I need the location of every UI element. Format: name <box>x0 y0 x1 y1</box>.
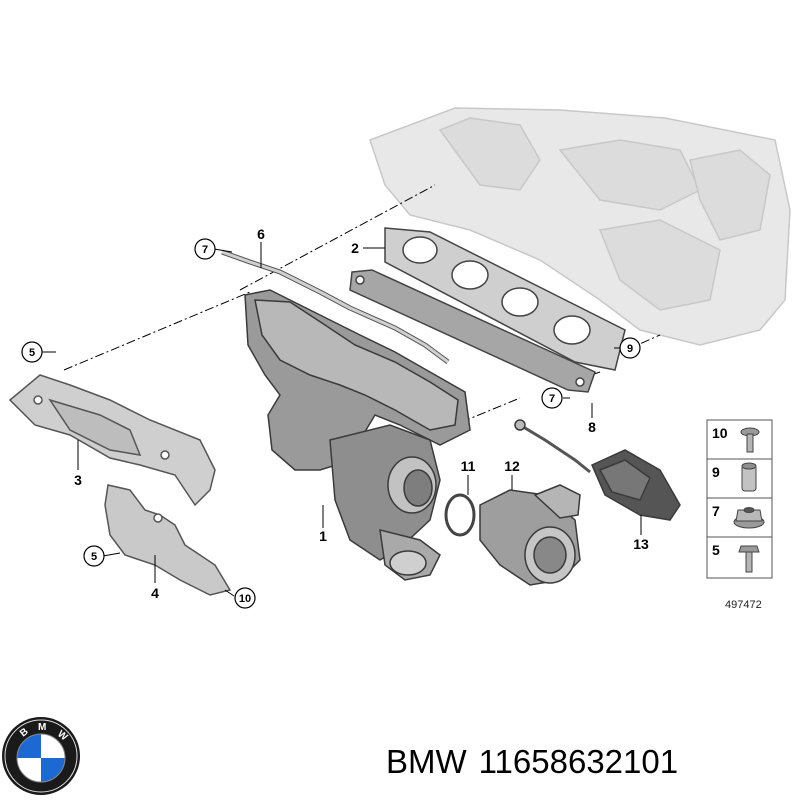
circled-callout-7-top: 7 <box>194 238 216 260</box>
legend-number-7: 7 <box>712 503 720 519</box>
hex-flange-bolt-icon <box>740 427 760 453</box>
callout-1: 1 <box>319 528 327 544</box>
circled-callout-7-mid: 7 <box>541 387 563 409</box>
legend-number-10: 10 <box>712 425 728 441</box>
callout-labels: 6 2 3 4 1 8 11 12 13 <box>74 226 649 601</box>
part-12-outlet-elbow <box>479 484 581 586</box>
part-4-heat-shield <box>104 484 232 596</box>
callout-6: 6 <box>257 226 265 242</box>
diagram-id: 497472 <box>725 599 762 611</box>
brand-name: BMW <box>386 743 467 780</box>
leader-lines <box>40 242 642 597</box>
callout-12: 12 <box>504 458 520 474</box>
callout-11: 11 <box>461 458 476 474</box>
hex-bolt-icon <box>738 545 760 573</box>
callout-4: 4 <box>151 585 159 601</box>
part-6-gasket-strip <box>221 249 450 365</box>
circled-callouts: 7 5 9 7 5 10 <box>21 238 641 609</box>
circled-callout-10: 10 <box>234 587 256 609</box>
part-8-rail <box>349 269 596 393</box>
svg-text:M: M <box>38 722 46 733</box>
circled-callout-5-lower: 5 <box>83 545 105 567</box>
part-number: 11658632101 <box>478 743 679 780</box>
svg-text:5: 5 <box>91 551 97 563</box>
cylinder-head-ghost <box>369 107 791 346</box>
svg-text:7: 7 <box>202 244 208 256</box>
callout-13: 13 <box>633 536 649 552</box>
dowel-sleeve-icon <box>741 462 757 492</box>
part-3-heat-shield <box>8 374 216 507</box>
svg-text:5: 5 <box>29 347 35 359</box>
part-11-o-ring <box>444 493 476 537</box>
svg-text:10: 10 <box>239 593 251 605</box>
legend-number-5: 5 <box>712 542 720 558</box>
circled-callout-5-left: 5 <box>21 341 43 363</box>
footer-part-label: BMW 11658632101 <box>386 740 790 784</box>
circled-callout-9: 9 <box>619 337 641 359</box>
part-2-manifold-gasket <box>384 227 626 371</box>
bmw-logo: B M W <box>2 717 80 795</box>
fastener-legend: 10 9 7 5 497472 <box>706 419 773 611</box>
callout-3: 3 <box>74 472 82 488</box>
legend-number-9: 9 <box>712 464 720 480</box>
callout-8: 8 <box>588 419 596 435</box>
part-13-actuator <box>514 419 681 521</box>
svg-text:9: 9 <box>627 343 633 355</box>
svg-text:7: 7 <box>549 393 555 405</box>
collar-nut-icon <box>733 507 765 529</box>
part-1-turbocharger-manifold <box>244 289 471 581</box>
callout-2: 2 <box>351 240 359 256</box>
